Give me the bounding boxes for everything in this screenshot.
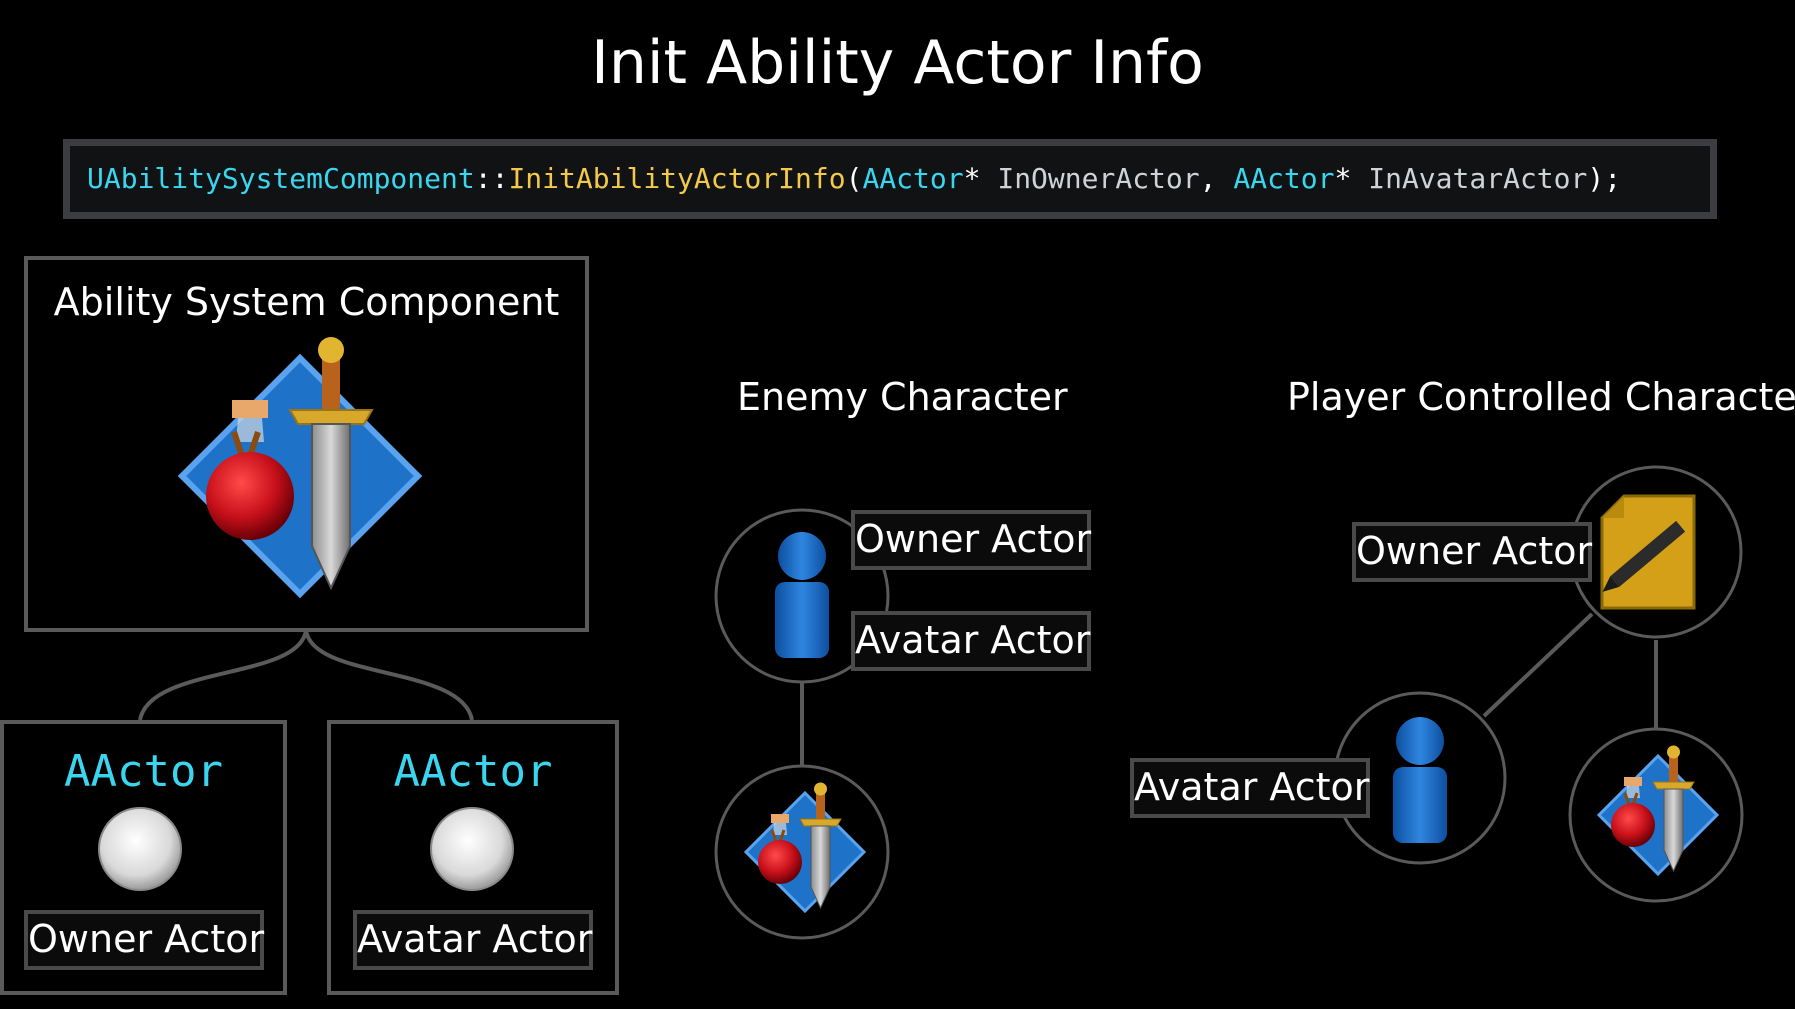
enemy-owner-label: Owner Actor (851, 510, 1091, 570)
enemy-asc-circle (714, 764, 890, 940)
asc-to-owner-connector (138, 629, 308, 721)
player-owner-to-avatar-connector (1482, 612, 1594, 718)
code-separator: :: (474, 162, 509, 195)
player-heading: Player Controlled Character (1287, 375, 1795, 419)
code-signature: UAbilitySystemComponent::InitAbilityActo… (63, 139, 1717, 219)
avatar-aactor-box: AActor Avatar Actor (327, 720, 619, 995)
code-class: UAbilitySystemComponent (87, 162, 475, 195)
code-param-type-2: AActor (1233, 162, 1335, 195)
owner-aactor-box: AActor Owner Actor (0, 720, 287, 995)
code-pointer-1: * (963, 162, 981, 195)
enemy-heading: Enemy Character (737, 375, 1068, 419)
code-comma: , (1199, 162, 1234, 195)
code-param-2: InAvatarActor (1351, 162, 1588, 195)
code-param-type-1: AActor (862, 162, 964, 195)
code-pointer-2: * (1334, 162, 1352, 195)
player-owner-label: Owner Actor (1352, 522, 1592, 582)
player-state-circle (1569, 465, 1743, 639)
owner-actor-label: Owner Actor (24, 910, 264, 970)
avatar-actor-label: Avatar Actor (353, 910, 593, 970)
owner-aactor-label: AActor (64, 746, 223, 797)
code-function: InitAbilityActorInfo (508, 162, 846, 195)
asc-heading: Ability System Component (53, 280, 560, 324)
avatar-aactor-label: AActor (393, 746, 553, 797)
player-avatar-label: Avatar Actor (1130, 758, 1370, 818)
asc-panel: Ability System Component (24, 256, 589, 632)
page-title: Init Ability Actor Info (591, 28, 1204, 98)
asc-to-avatar-connector (304, 629, 474, 721)
code-param-1: InOwnerActor (980, 162, 1200, 195)
enemy-avatar-label: Avatar Actor (851, 611, 1091, 671)
player-asc-circle (1568, 727, 1744, 903)
code-close-paren: ); (1587, 162, 1622, 195)
code-open-paren: ( (845, 162, 863, 195)
